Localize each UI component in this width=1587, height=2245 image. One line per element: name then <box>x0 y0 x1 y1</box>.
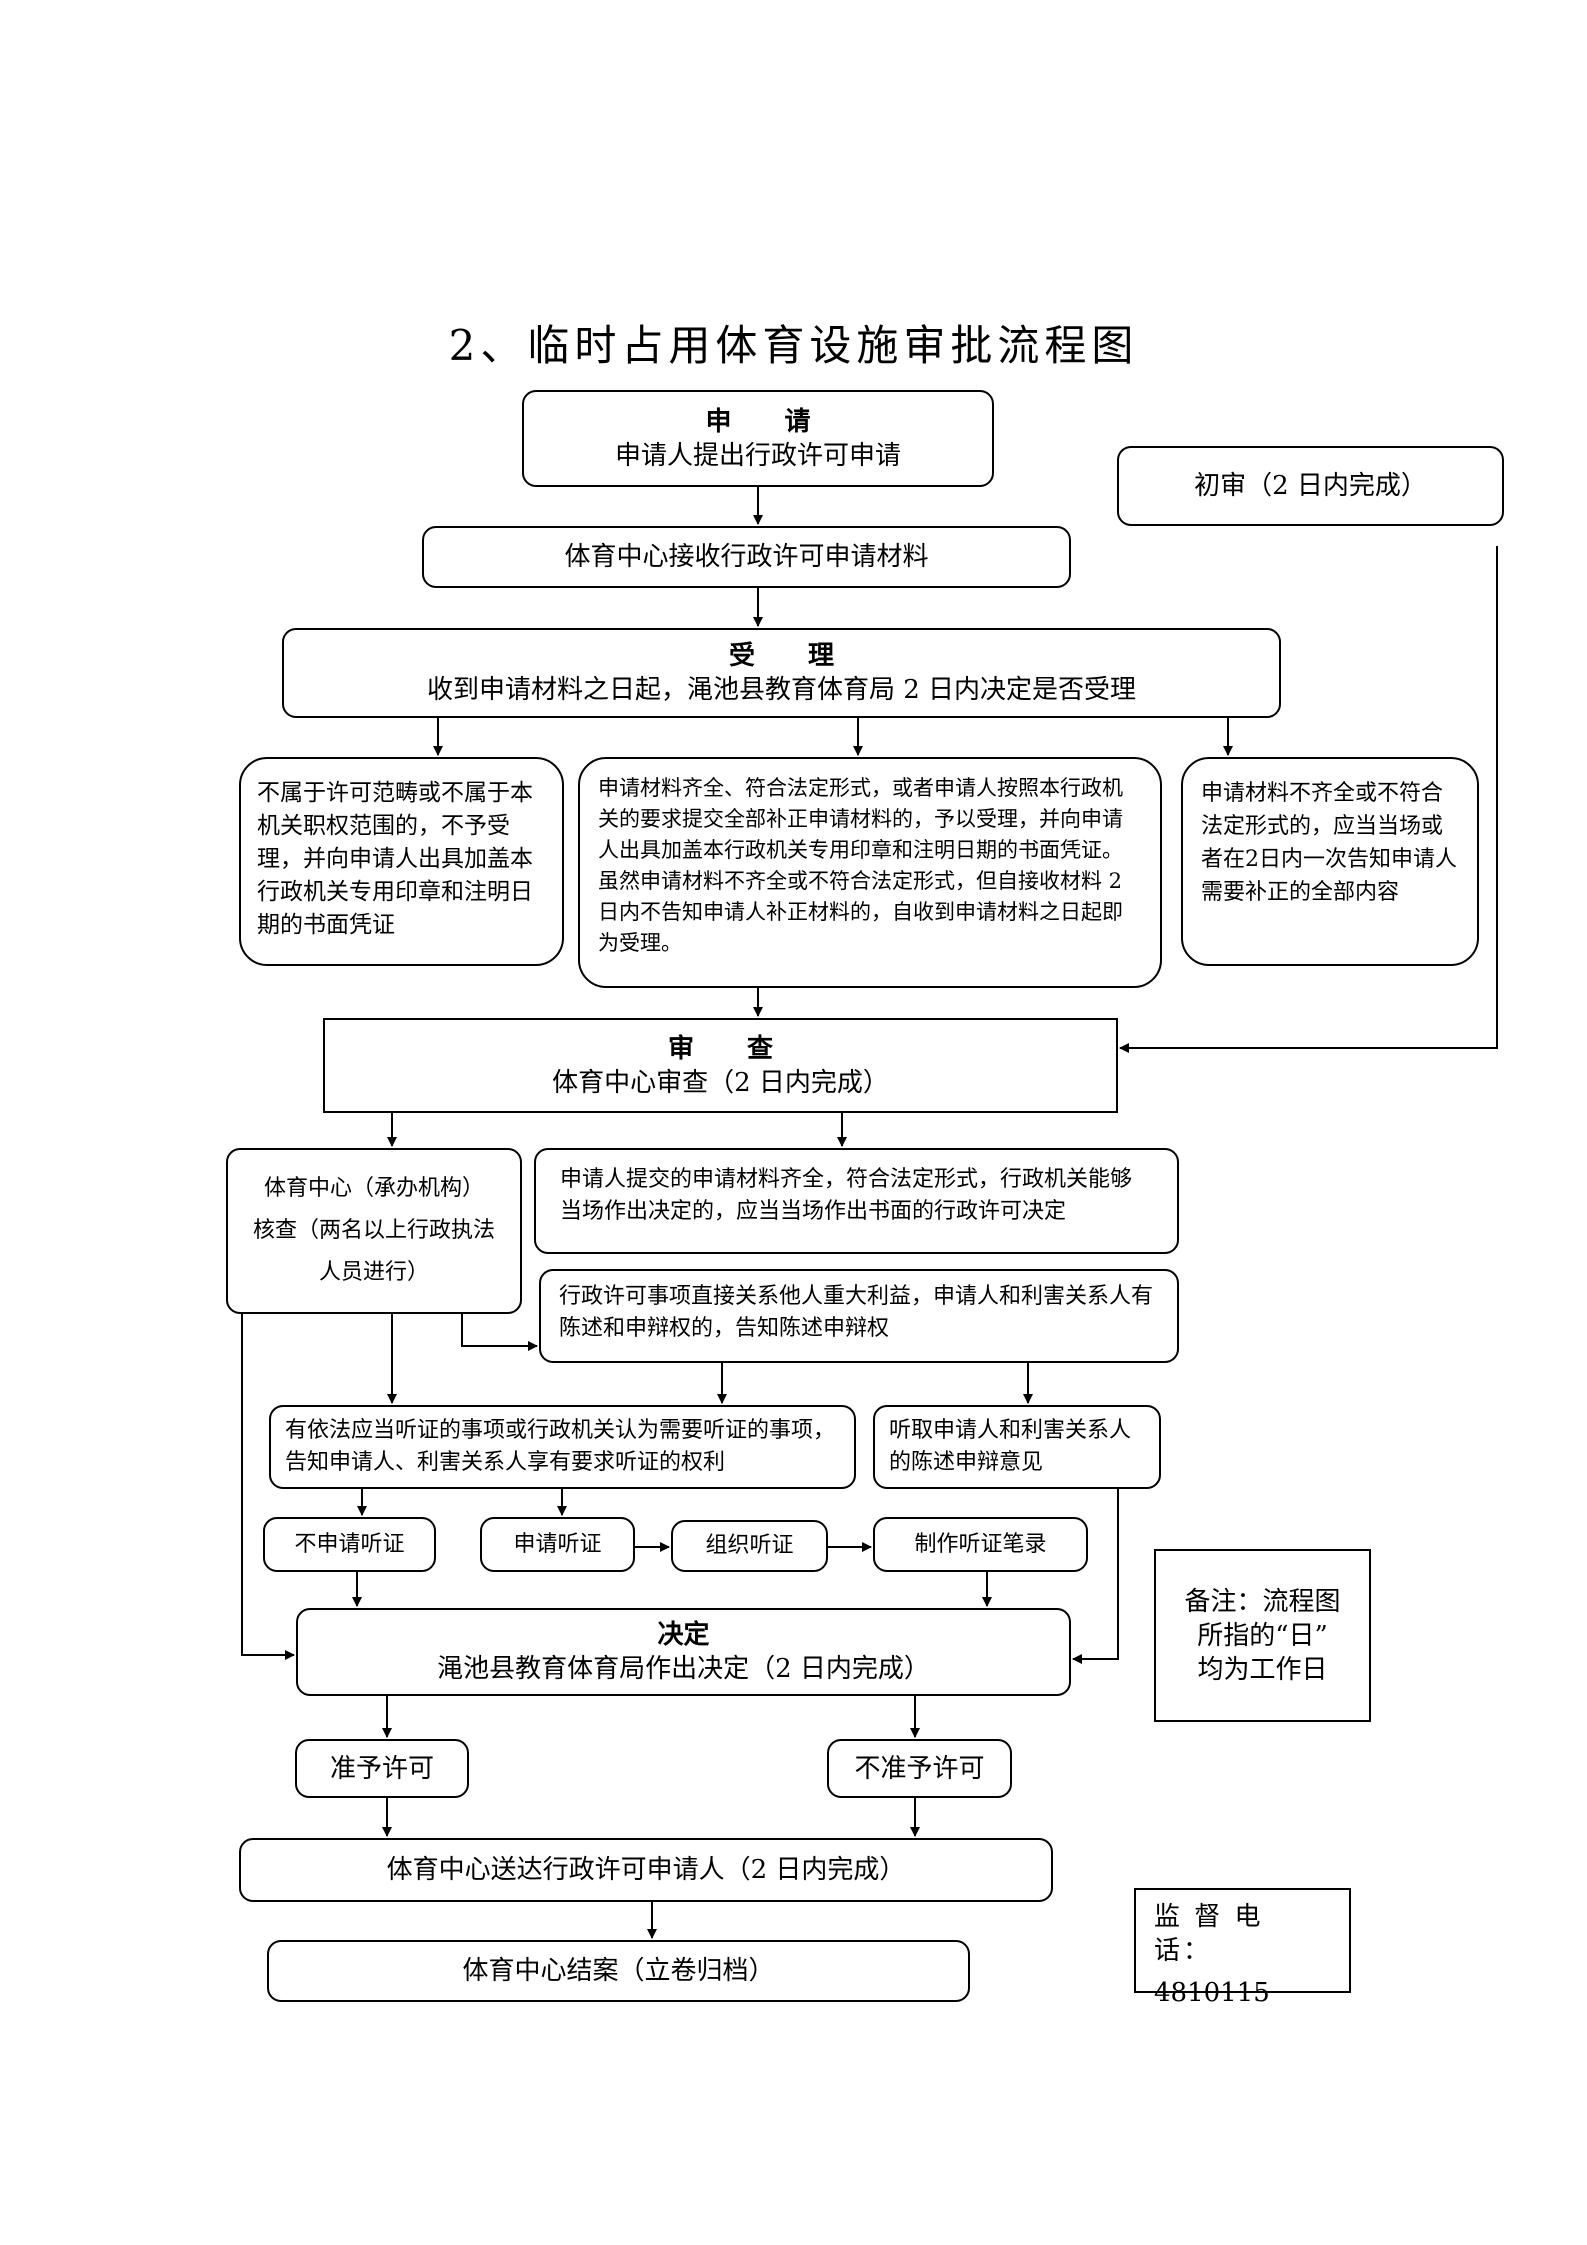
listen-box: 听取申请人和利害关系人的陈述申辩意见 <box>873 1405 1161 1489</box>
review-text: 体育中心审查（2 日内完成） <box>552 1067 889 1098</box>
arrow-verify-decision <box>241 1314 295 1660</box>
note-box: 备注：流程图 所指的“日” 均为工作日 <box>1154 1549 1371 1722</box>
supervise-box: 监 督 电 话： 4810115 <box>1134 1888 1351 2008</box>
incomplete-text: 申请材料不齐全或不符合法定形式的，应当当场或者在2日内一次告知申请人需要补正的全… <box>1201 781 1457 905</box>
close-text: 体育中心结案（立卷归档） <box>462 1956 775 1986</box>
note-line1: 备注：流程图 <box>1184 1586 1341 1617</box>
arrow-prelim-review <box>1119 546 1498 1053</box>
organize-hearing-text: 组织听证 <box>705 1533 794 1558</box>
accept-complete-box: 申请材料齐全、符合法定形式，或者申请人按照本行政机关的要求提交全部补正申请材料的… <box>578 757 1162 988</box>
verify-line2: 核查（两名以上行政执法 <box>252 1218 495 1243</box>
hearing-record-text: 制作听证笔录 <box>914 1531 1047 1557</box>
accept-step: 受 理 收到申请材料之日起，渑池县教育体育局 2 日内决定是否受理 <box>282 628 1281 718</box>
apply-heading: 申 请 <box>705 406 833 437</box>
deliver-text: 体育中心送达行政许可申请人（2 日内完成） <box>386 1855 906 1885</box>
note-line3: 均为工作日 <box>1197 1654 1328 1685</box>
major-interest-box: 行政许可事项直接关系他人重大利益，申请人和利害关系人有陈述和申辩权的，告知陈述申… <box>539 1269 1179 1363</box>
incomplete-box: 申请材料不齐全或不符合法定形式的，应当当场或者在2日内一次告知申请人需要补正的全… <box>1181 757 1479 966</box>
supervise-label: 监 督 电 话： <box>1154 1902 1264 1966</box>
arrow-verify-interest <box>461 1314 538 1351</box>
reject-scope-text: 不属于许可范畴或不属于本机关职权范围的，不予受理，并向申请人出具加盖本行政机关专… <box>257 780 533 938</box>
deny-text: 不准予许可 <box>854 1753 985 1784</box>
note-line2: 所指的“日” <box>1197 1620 1328 1651</box>
arrow-listen-decision <box>1072 1489 1119 1664</box>
verify-line3: 人员进行） <box>318 1260 429 1285</box>
listen-text: 听取申请人和利害关系人的陈述申辩意见 <box>889 1418 1132 1475</box>
deliver-step: 体育中心送达行政许可申请人（2 日内完成） <box>239 1838 1053 1902</box>
request-hearing-box: 申请听证 <box>480 1517 635 1572</box>
page-title: 2、临时占用体育设施审批流程图 <box>448 321 1139 370</box>
apply-text: 申请人提出行政许可申请 <box>614 440 901 471</box>
close-step: 体育中心结案（立卷归档） <box>267 1940 970 2002</box>
onsite-decision-text: 申请人提交的申请材料齐全，符合法定形式，行政机关能够当场作出决定的，应当当场作出… <box>560 1167 1133 1224</box>
request-hearing-text: 申请听证 <box>513 1531 602 1557</box>
receive-materials-text: 体育中心接收行政许可申请材料 <box>564 542 929 572</box>
onsite-decision-box: 申请人提交的申请材料齐全，符合法定形式，行政机关能够当场作出决定的，应当当场作出… <box>534 1148 1179 1254</box>
verify-line1: 体育中心（承办机构） <box>263 1176 484 1201</box>
organize-hearing-box: 组织听证 <box>671 1520 828 1572</box>
hearing-record-box: 制作听证笔录 <box>873 1517 1088 1572</box>
supervise-phone: 4810115 <box>1154 1978 1270 2008</box>
review-step: 审 查 体育中心审查（2 日内完成） <box>323 1018 1118 1113</box>
grant-text: 准予许可 <box>329 1753 434 1784</box>
decision-heading: 决定 <box>657 1620 710 1650</box>
major-interest-text: 行政许可事项直接关系他人重大利益，申请人和利害关系人有陈述和申辩权的，告知陈述申… <box>559 1284 1154 1341</box>
decision-step: 决定 渑池县教育体育局作出决定（2 日内完成） <box>296 1608 1071 1696</box>
no-hearing-box: 不申请听证 <box>263 1517 436 1572</box>
prelim-review-text: 初审（2 日内完成） <box>1194 471 1427 501</box>
review-heading: 审 查 <box>667 1033 796 1064</box>
accept-text: 收到申请材料之日起，渑池县教育体育局 2 日内决定是否受理 <box>426 675 1137 705</box>
decision-text: 渑池县教育体育局作出决定（2 日内完成） <box>437 1654 930 1684</box>
deny-box: 不准予许可 <box>827 1739 1012 1798</box>
receive-materials-step: 体育中心接收行政许可申请材料 <box>422 526 1071 588</box>
verify-box: 体育中心（承办机构） 核查（两名以上行政执法 人员进行） <box>226 1148 522 1314</box>
accept-complete-text: 申请材料齐全、符合法定形式，或者申请人按照本行政机关的要求提交全部补正申请材料的… <box>598 776 1123 955</box>
accept-heading: 受 理 <box>728 641 857 671</box>
prelim-review-step: 初审（2 日内完成） <box>1117 446 1504 526</box>
no-hearing-text: 不申请听证 <box>294 1531 405 1557</box>
hearing-notice-text: 有依法应当听证的事项或行政机关认为需要听证的事项，告知申请人、利害关系人享有要求… <box>285 1418 836 1475</box>
hearing-notice-box: 有依法应当听证的事项或行政机关认为需要听证的事项，告知申请人、利害关系人享有要求… <box>269 1405 856 1489</box>
reject-scope-box: 不属于许可范畴或不属于本机关职权范围的，不予受理，并向申请人出具加盖本行政机关专… <box>239 757 564 966</box>
apply-step: 申 请 申请人提出行政许可申请 <box>522 390 994 487</box>
grant-box: 准予许可 <box>295 1739 469 1798</box>
